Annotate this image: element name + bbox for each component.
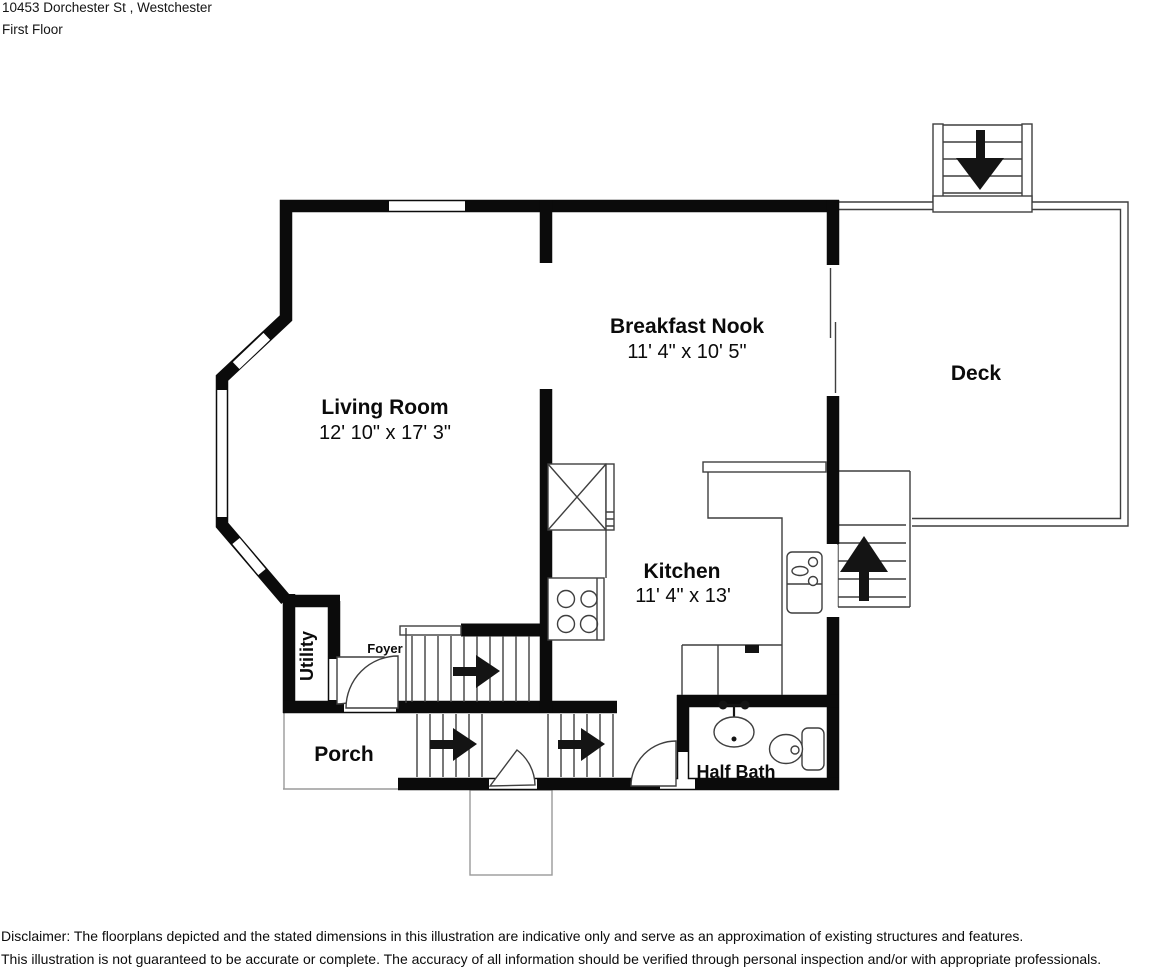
lower-staircase [416,714,614,777]
floor-label: First Floor [2,22,63,37]
kitchen-counter [681,461,827,695]
front-door [345,655,399,709]
interior-walls [282,200,839,790]
right-arrow-icon [558,728,605,761]
deck-stairs-top [932,123,1033,213]
bathroom-sink [713,700,755,748]
living-room-name: Living Room [321,396,448,419]
room-label-kitchen: Kitchen 11' 4" x 13' [635,560,731,607]
address-title: 10453 Dorchester St , Westchester [2,0,212,15]
porch-name: Porch [314,743,374,766]
refrigerator [547,463,615,578]
right-arrow-icon [453,655,500,688]
deck-outline [839,201,1129,607]
foyer-name: Foyer [367,641,402,656]
down-arrow-icon [956,130,1004,190]
kitchen-sink [786,551,823,614]
kitchen-dims: 11' 4" x 13' [635,585,731,607]
breakfast-nook-dims: 11' 4" x 10' 5" [627,341,746,363]
sliding-door-panels [829,268,837,393]
door-swings [336,655,677,787]
entry-stoop [469,789,553,876]
room-label-living-room: Living Room 12' 10" x 17' 3" [319,396,451,444]
kitchen-name: Kitchen [643,560,720,583]
breakfast-nook-name: Breakfast Nook [610,315,764,338]
half-bath-name: Half Bath [696,762,775,782]
deck-name: Deck [951,362,1002,385]
room-label-breakfast-nook: Breakfast Nook 11' 4" x 10' 5" [610,315,764,363]
closet-door-mark [745,645,759,653]
stove [547,577,605,641]
living-room-dims: 12' 10" x 17' 3" [319,422,451,444]
half-bath-door [630,740,677,787]
porch-outline [283,713,412,790]
upper-staircase [399,625,530,703]
toilet [768,727,825,771]
right-arrow-icon [430,728,477,761]
deck-stairs-down-right [837,524,910,608]
disclaimer-line-2: This illustration is not guaranteed to b… [1,951,1102,967]
disclaimer-line-1: Disclaimer: The floorplans depicted and … [1,928,1024,944]
rear-entry-door [488,749,536,787]
up-arrow-icon [840,536,888,601]
utility-name: Utility [297,631,317,681]
